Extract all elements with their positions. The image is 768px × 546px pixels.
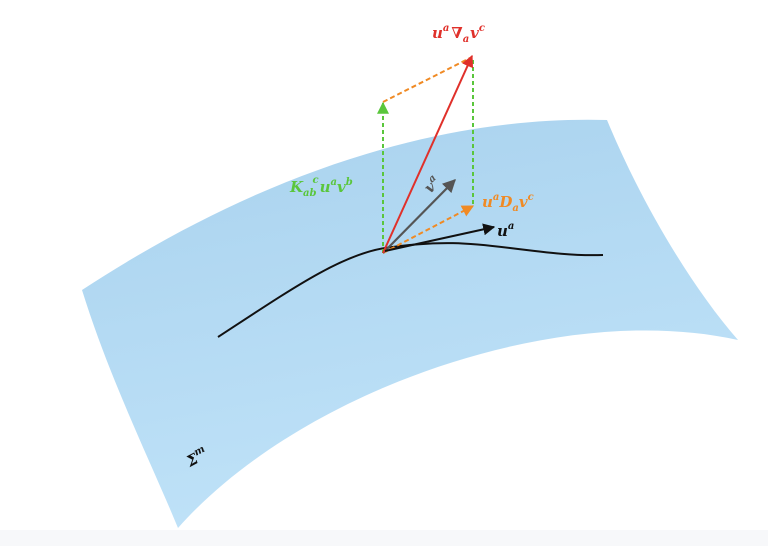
surface-sheet — [82, 119, 738, 528]
gray-va-arrow — [382, 179, 456, 254]
red-covariant-arrow — [382, 54, 474, 254]
label-covariant-derivative: ua∇avc — [432, 23, 485, 45]
orange-dashed-top — [382, 57, 471, 103]
label-velocity: ua — [497, 221, 514, 240]
surface-curve — [217, 242, 604, 338]
bottom-strip — [0, 530, 768, 546]
label-extrinsic-term: Kabcuavb — [289, 175, 353, 199]
orange-tangent-arrow — [382, 205, 475, 254]
black-ua-arrow — [384, 223, 496, 252]
label-intrinsic-derivative: uaDavc — [482, 192, 534, 214]
